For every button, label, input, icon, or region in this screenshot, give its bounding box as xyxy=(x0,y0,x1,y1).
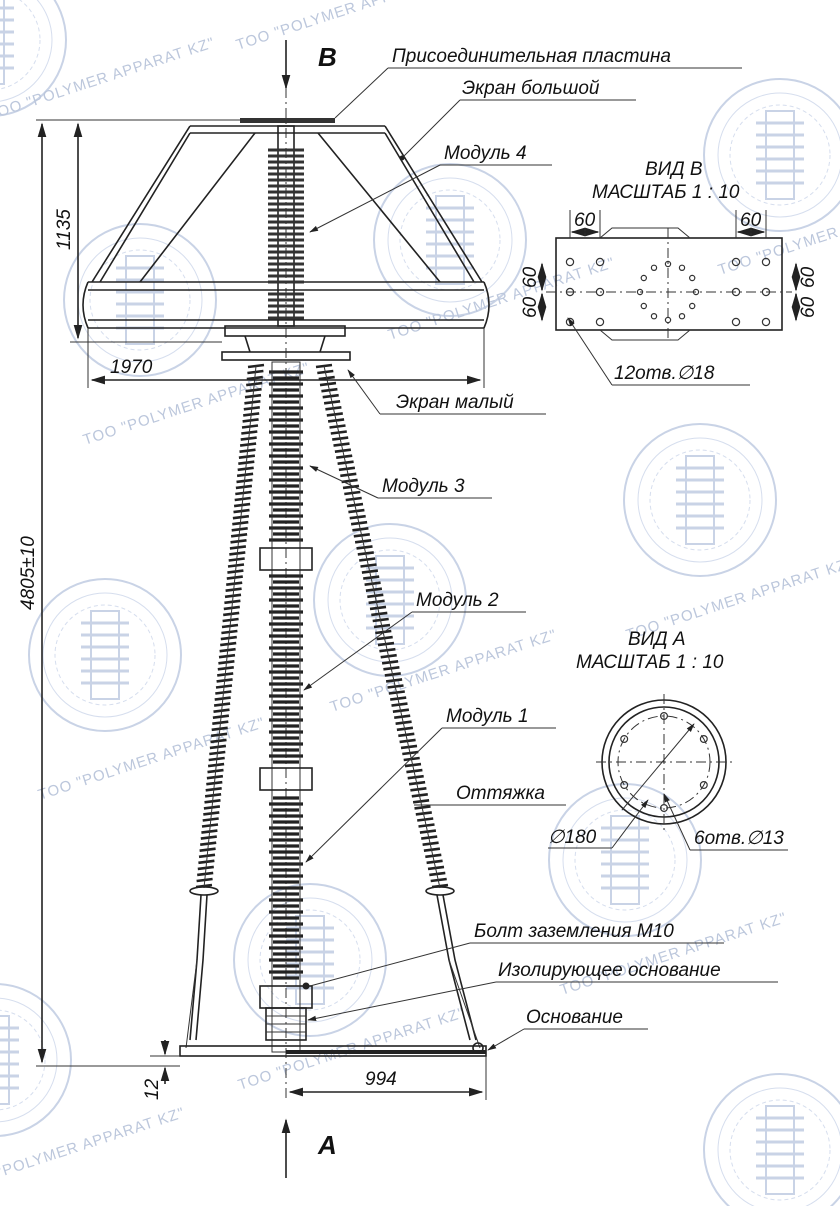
label-base: Основание xyxy=(526,1007,623,1028)
label-module2: Модуль 2 xyxy=(416,590,499,611)
label-plate: Присоединительная пластина xyxy=(392,46,671,67)
base-plate xyxy=(179,1045,487,1057)
view-b-title: ВИД В xyxy=(645,159,703,180)
view-b-hole xyxy=(761,257,771,267)
label-insul-base: Изолирующее основание xyxy=(498,960,721,981)
view-b-bolt-circle-hole xyxy=(689,302,696,310)
view-a-hole xyxy=(699,780,708,789)
view-b-bolt-circle-hole xyxy=(664,260,672,268)
dim-12: 12 xyxy=(142,1078,163,1100)
view-b-bolt-circle-hole xyxy=(678,313,686,320)
view-b-dim-r1: 60 xyxy=(798,266,819,288)
view-b-hole xyxy=(761,317,771,327)
view-b-arrow: B xyxy=(281,40,337,90)
dim-994: 994 xyxy=(365,1069,397,1090)
label-small-screen: Экран малый xyxy=(396,392,514,413)
guy-wires xyxy=(185,363,484,1054)
label-guy: Оттяжка xyxy=(456,783,545,804)
watermark-text: TOO "POLYMER APPARAT KZ" xyxy=(36,714,267,804)
view-b-dim-l2: 60 xyxy=(520,296,541,318)
module-4 xyxy=(268,125,304,327)
label-module4: Модуль 4 xyxy=(444,143,527,164)
view-a-hole xyxy=(659,803,668,812)
dim-1970: 1970 xyxy=(110,357,153,378)
view-a-diameter: ∅180 xyxy=(548,827,597,848)
view-b-hole xyxy=(595,287,605,297)
view-b-hole xyxy=(565,287,575,297)
view-b-bolt-circle-hole xyxy=(640,274,648,282)
view-b-scale: МАСШТАБ 1 : 10 xyxy=(592,182,740,203)
view-a-title: ВИД А xyxy=(628,629,686,650)
label-big-screen: Экран большой xyxy=(462,78,600,99)
view-a-arrow: A xyxy=(281,1118,337,1178)
view-b-dim-l1: 60 xyxy=(520,266,541,288)
view-b-hole xyxy=(731,287,741,297)
view-b-dim-r2: 60 xyxy=(798,296,819,318)
view-b-bolt-circle-hole xyxy=(664,316,672,324)
view-b-bolt-circle-hole xyxy=(692,288,700,296)
dimensions: 1135 1970 4805±10 12 994 xyxy=(18,119,487,1100)
labels: Присоединительная пластина Экран большой… xyxy=(303,46,778,1051)
view-b-dim-top-left: 60 xyxy=(574,210,596,231)
dim-total-height: 4805±10 xyxy=(18,536,39,610)
view-a-hole xyxy=(620,780,629,789)
view-b-bolt-circle-hole xyxy=(689,274,696,282)
view-b: ВИД В МАСШТАБ 1 : 10 60 60 60 60 60 60 1… xyxy=(520,159,819,386)
view-b-hole xyxy=(565,257,575,267)
watermark-text: TOO "POLYMER APPARAT KZ" xyxy=(236,1004,467,1094)
view-b-hole xyxy=(595,317,605,327)
dim-1135: 1135 xyxy=(54,209,75,250)
view-b-letter: B xyxy=(318,42,337,72)
view-a-letter: A xyxy=(317,1130,337,1160)
view-a-hole xyxy=(699,734,708,743)
view-b-bolt-circle-hole xyxy=(678,264,686,271)
watermark-text: TOO "POLYMER APPARAT KZ" xyxy=(0,1104,187,1194)
view-b-hole xyxy=(595,257,605,267)
view-a: ВИД А МАСШТАБ 1 : 10 ∅180 6отв.∅13 xyxy=(548,629,788,851)
view-a-holes: 6отв.∅13 xyxy=(694,828,784,849)
view-b-hole xyxy=(731,317,741,327)
watermark-text: TOO "POLYMER APPARAT KZ" xyxy=(0,34,217,124)
main-column xyxy=(259,361,313,1053)
view-a-hole xyxy=(659,711,668,720)
view-b-bolt-circle-hole xyxy=(636,288,644,296)
view-b-hole xyxy=(761,287,771,297)
view-a-scale: МАСШТАБ 1 : 10 xyxy=(576,652,724,673)
view-b-holes: 12отв.∅18 xyxy=(614,363,715,384)
view-b-bolt-circle-hole xyxy=(650,264,658,271)
view-b-bolt-circle-hole xyxy=(650,313,658,320)
view-b-hole xyxy=(731,257,741,267)
label-module3: Модуль 3 xyxy=(382,476,465,497)
view-b-bolt-circle-hole xyxy=(640,302,648,310)
view-b-dim-top-right: 60 xyxy=(740,210,762,231)
view-a-hole xyxy=(620,734,629,743)
label-module1: Модуль 1 xyxy=(446,706,529,727)
label-ground-bolt: Болт заземления М10 xyxy=(474,921,674,942)
